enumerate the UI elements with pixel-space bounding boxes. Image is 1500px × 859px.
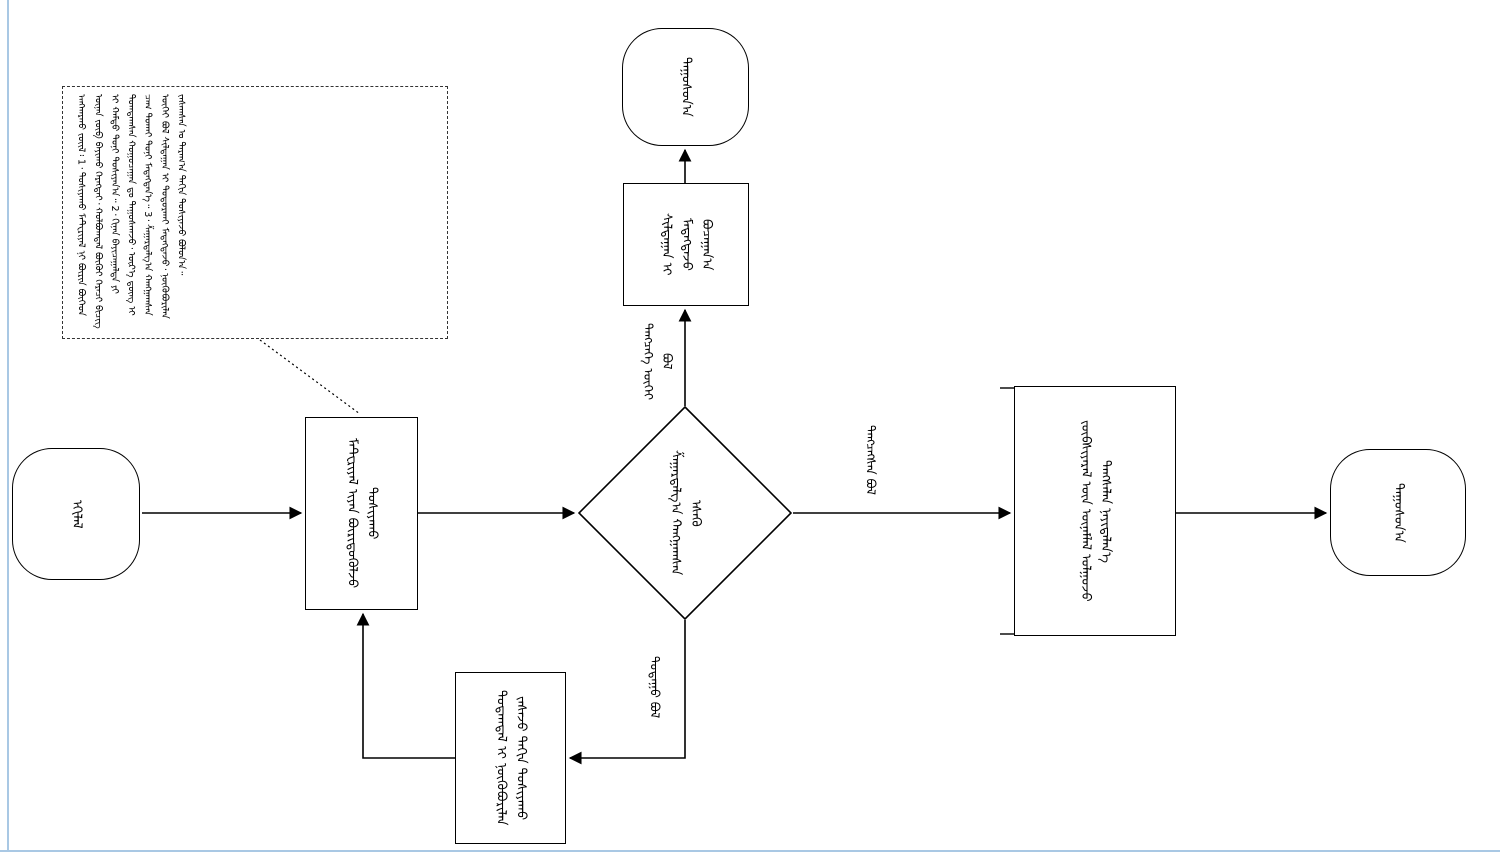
edge-revise-to-submit [356,612,455,759]
edge-label-incomplete: ᠳᠤᠲᠠᠭᠤ ᠪᠣᠯ [647,655,663,719]
submit-process-label: ᠮᠠᠲ᠋ᠧᠷᠢᠶᠠᠯ ᠢᠶᠠᠨ ᠪᠦᠷᠢᠳᠦᠭᠦᠯᠵᠦ ᠲᠤᠰᠢᠶᠠᠬᠤ [344,438,380,589]
decision-diamond-shape [578,406,792,620]
end-top-node-label: ᠳᠠᠭᠤᠰᠤᠨ᠎ᠠ [678,57,694,117]
revise-process-node: ᠳᠤᠲᠠᠭᠳᠠᠯ ᠢ ᠨᠥᠬᠥᠪᠥᠷᠢᠯᠡᠨ ᠵᠠᠰᠠᠵᠤ ᠳᠠᠬᠢᠨ ᠲᠤᠰᠢ… [455,672,566,844]
end-right-node: ᠳᠠᠭᠤᠰᠤᠨ᠎ᠠ [1330,449,1466,576]
annotation-note-text: ᠠᠩᠬᠠᠷᠬᠤ ᠵᠦᠢᠯ᠄ 1᠂ ᠲᠤᠰᠢᠶᠠᠬᠤ ᠮᠠᠲ᠋ᠧᠷᠢᠶᠠᠯ ᠨᠢ … [75,94,187,329]
end-right-node-label: ᠳᠠᠭᠤᠰᠤᠨ᠎ᠠ [1391,482,1407,543]
page-edge-bottom [0,850,1500,852]
start-node-label: ᠡᠬᠢᠯᠡᠯ [69,499,85,529]
page-edge-left [7,0,9,852]
end-top-node: ᠳᠠᠭᠤᠰᠤᠨ᠎ᠠ [622,28,749,146]
revise-process-label: ᠳᠤᠲᠠᠭᠳᠠᠯ ᠢ ᠨᠥᠬᠥᠪᠥᠷᠢᠯᠡᠨ ᠵᠠᠰᠠᠵᠤ ᠳᠠᠬᠢᠨ ᠲᠤᠰᠢ… [493,690,529,826]
edge-decision-to-revise [568,620,686,765]
note-connector-line [259,339,361,415]
decision-node: ᠱᠠᠭᠠᠷᠳᠠᠯᠭ᠎ᠠ ᠬᠠᠩᠭᠠᠭᠰᠠᠨ ᠡᠰᠡᠬᠦ [578,406,792,620]
edge-label-qualified: ᠲᠡᠩᠴᠡᠭᠰᠡᠨ ᠪᠣᠯ [863,425,879,495]
issue-process-node: ᠵᠥᠪᠰᠢᠶᠡᠷᠡᠯ ᠦᠨ ᠦᠨᠡᠮᠯᠡᠯ ᠣᠯᠭᠣᠵᠤ ᠳᠠᠩᠰᠠᠯᠠᠨ ᠨᠡ… [1014,386,1176,636]
submit-process-node: ᠮᠠᠲ᠋ᠧᠷᠢᠶᠠᠯ ᠢᠶᠠᠨ ᠪᠦᠷᠢᠳᠦᠭᠦᠯᠵᠦ ᠲᠤᠰᠢᠶᠠᠬᠤ [305,417,418,610]
annotation-note-box: ᠠᠩᠬᠠᠷᠬᠤ ᠵᠦᠢᠯ᠄ 1᠂ ᠲᠤᠰᠢᠶᠠᠬᠤ ᠮᠠᠲ᠋ᠧᠷᠢᠶᠠᠯ ᠨᠢ … [62,86,448,339]
notify-process-label: ᠰᠢᠯᠲᠠᠭᠠᠨ ᠢ ᠮᠡᠳᠡᠭᠳᠡᠵᠦ ᠪᠤᠴᠠᠭᠠᠨ᠎ᠠ [658,213,715,276]
start-node: ᠡᠬᠢᠯᠡᠯ [12,448,140,580]
notify-process-node: ᠰᠢᠯᠲᠠᠭᠠᠨ ᠢ ᠮᠡᠳᠡᠭᠳᠡᠵᠦ ᠪᠤᠴᠠᠭᠠᠨ᠎ᠠ [623,183,749,306]
edge-label-not-qualified: ᠲᠡᠩᠴᠡᠭᠡ ᠦᠭᠡᠢ ᠪᠣᠯ [641,322,675,400]
decision-node-label: ᠱᠠᠭᠠᠷᠳᠠᠯᠭ᠎ᠠ ᠬᠠᠩᠭᠠᠭᠰᠠᠨ ᠡᠰᠡᠬᠦ [668,450,704,576]
issue-process-label: ᠵᠥᠪᠰᠢᠶᠡᠷᠡᠯ ᠦᠨ ᠦᠨᠡᠮᠯᠡᠯ ᠣᠯᠭᠣᠵᠤ ᠳᠠᠩᠰᠠᠯᠠᠨ ᠨᠡ… [1078,420,1114,602]
